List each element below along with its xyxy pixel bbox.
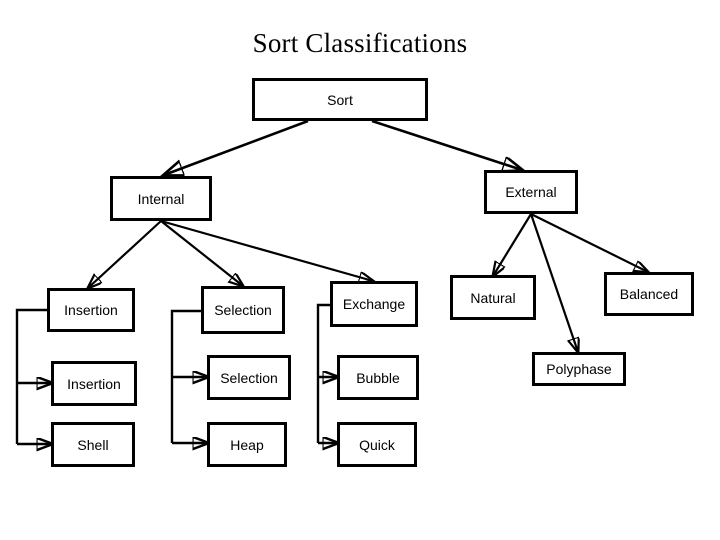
- page-title: Sort Classifications: [252, 28, 468, 58]
- node-shell[interactable]: Shell: [51, 422, 135, 467]
- edge-sort-internal: [164, 119, 309, 175]
- edge-external-balanced: [530, 213, 648, 272]
- node-sort[interactable]: Sort: [252, 78, 428, 121]
- edge-sort-external: [371, 119, 522, 170]
- node-selection-2[interactable]: Selection: [207, 355, 291, 400]
- edge-external-polyphase: [529, 213, 578, 352]
- node-heap[interactable]: Heap: [207, 422, 287, 467]
- node-natural[interactable]: Natural: [450, 275, 536, 320]
- node-polyphase[interactable]: Polyphase: [532, 352, 626, 386]
- node-balanced[interactable]: Balanced: [604, 272, 694, 316]
- edge-selection-bus: [170, 309, 203, 443]
- node-quick[interactable]: Quick: [337, 422, 417, 467]
- node-exchange[interactable]: Exchange: [330, 281, 418, 327]
- edge-insertion-bus: [15, 308, 49, 444]
- node-external[interactable]: External: [484, 170, 578, 214]
- edge-internal-selection: [160, 220, 243, 286]
- edge-internal-exchange: [160, 219, 373, 281]
- node-insertion-2[interactable]: Insertion: [51, 361, 137, 406]
- node-internal[interactable]: Internal: [110, 176, 212, 221]
- node-insertion-1[interactable]: Insertion: [47, 288, 135, 332]
- node-selection-1[interactable]: Selection: [201, 286, 285, 334]
- edge-external-natural: [493, 213, 532, 276]
- edge-internal-insertion: [88, 220, 162, 288]
- node-bubble[interactable]: Bubble: [337, 355, 419, 400]
